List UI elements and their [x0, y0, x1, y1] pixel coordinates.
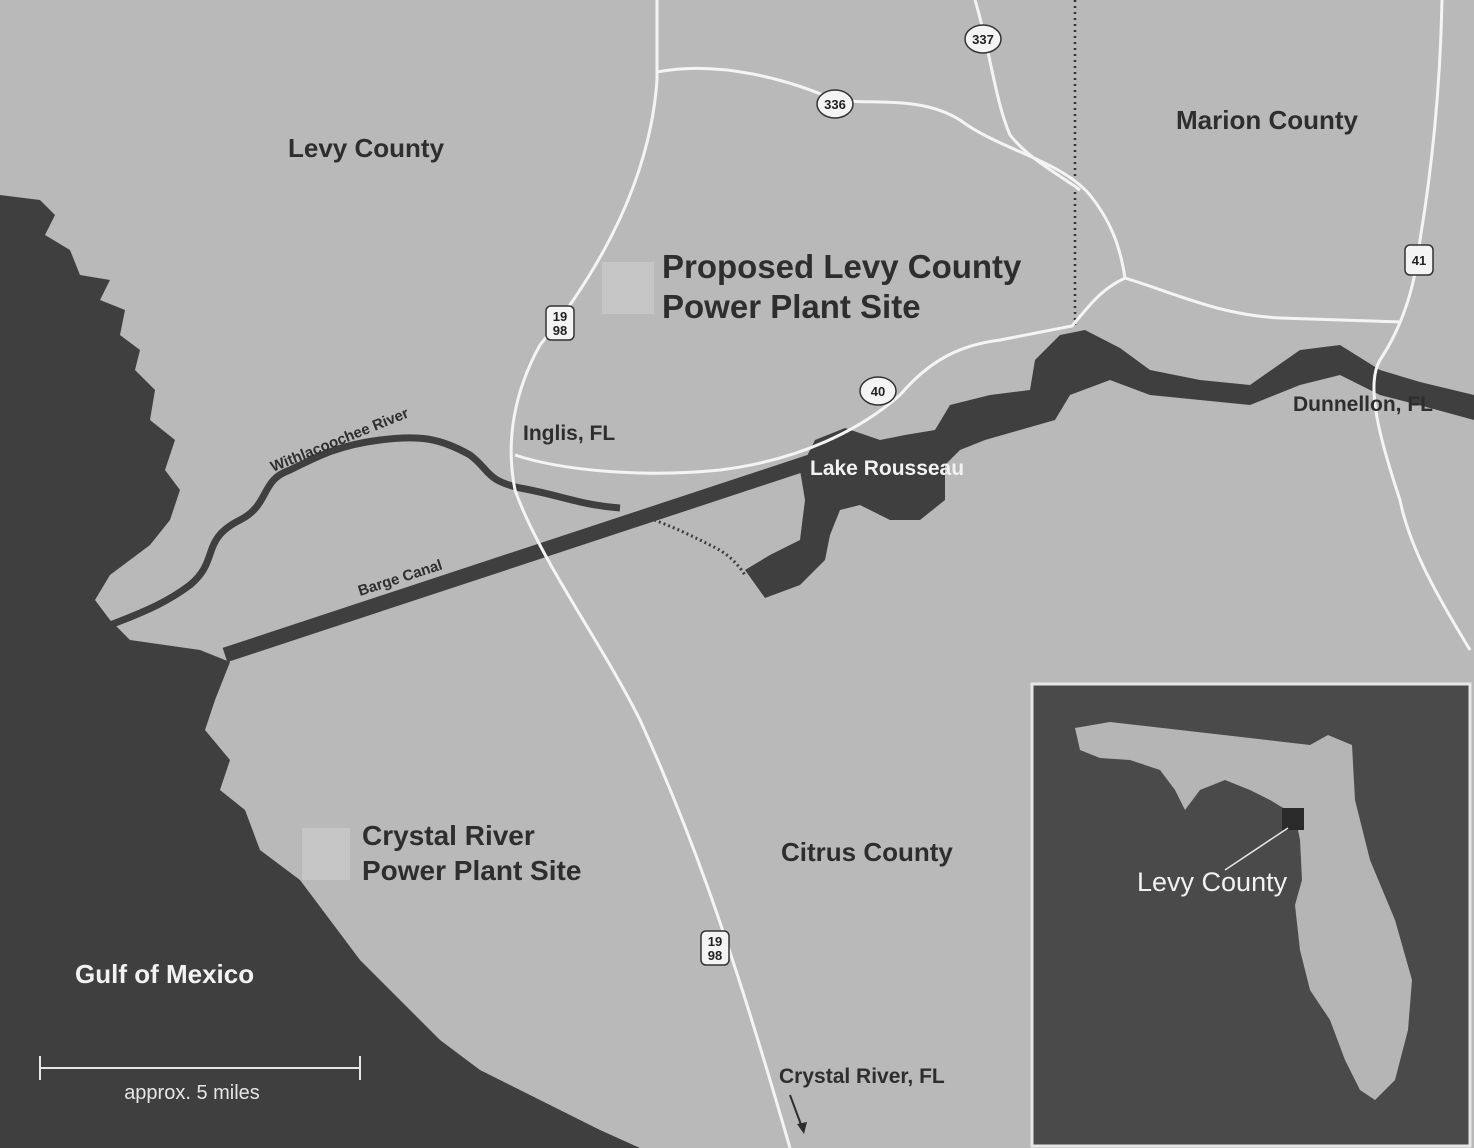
- shield-19-south-label: 19: [708, 934, 722, 949]
- road-us19: [509, 0, 792, 1148]
- shield-98-north-label: 98: [553, 323, 567, 338]
- label-crystal-site-line1: Crystal River: [362, 820, 535, 851]
- label-dunnellon: Dunnellon, FL: [1293, 393, 1433, 416]
- shield-337: 337: [964, 24, 1002, 54]
- label-crystal-river-city: Crystal River, FL: [779, 1065, 945, 1088]
- withlacoochee-river: [108, 434, 621, 629]
- label-citrus-county: Citrus County: [781, 837, 953, 867]
- scale-label: approx. 5 miles: [124, 1082, 260, 1104]
- shield-41-label: 41: [1412, 253, 1426, 268]
- shield-336: 336: [816, 89, 854, 119]
- label-marion-county: Marion County: [1176, 105, 1359, 135]
- proposed-site-marker: [602, 262, 654, 314]
- label-levy-county: Levy County: [288, 133, 445, 163]
- crystal-river-arrowhead: [797, 1122, 807, 1134]
- shield-19-north-label: 19: [553, 309, 567, 324]
- label-inglis: Inglis, FL: [523, 422, 615, 445]
- shield-40-label: 40: [871, 384, 885, 399]
- barge-canal: [222, 454, 813, 663]
- road-us41: [1372, 0, 1472, 651]
- florida-shape: [1075, 722, 1412, 1100]
- inset-map: Levy County: [1030, 682, 1472, 1148]
- shield-336-label: 336: [824, 97, 846, 112]
- shield-19-98-south: 19 98: [700, 930, 730, 966]
- inset-levy-highlight: [1282, 808, 1304, 830]
- old-river-dotted: [639, 513, 747, 576]
- shield-98-south-label: 98: [708, 948, 722, 963]
- road-336: [656, 66, 1127, 279]
- roads: [509, 0, 1472, 1148]
- gulf-water: [0, 195, 640, 1148]
- inset-label-levy-county: Levy County: [1137, 867, 1288, 897]
- scale-bar: approx. 5 miles: [39, 1056, 361, 1104]
- label-lake-rousseau: Lake Rousseau: [810, 457, 964, 480]
- lake-rousseau: [745, 330, 1474, 598]
- road-40: [514, 276, 1401, 475]
- shield-41: 41: [1404, 244, 1434, 276]
- label-crystal-site-line2: Power Plant Site: [362, 855, 581, 886]
- crystal-river-site-marker: [302, 828, 350, 880]
- shield-337-label: 337: [972, 32, 994, 47]
- shield-19-98-north: 19 98: [545, 305, 575, 341]
- label-gulf-of-mexico: Gulf of Mexico: [75, 959, 254, 989]
- inset-levy-pointer: [1224, 827, 1289, 871]
- label-proposed-site-line2: Power Plant Site: [662, 288, 921, 325]
- shield-40: 40: [859, 376, 897, 406]
- label-proposed-site-line1: Proposed Levy County: [662, 248, 1022, 285]
